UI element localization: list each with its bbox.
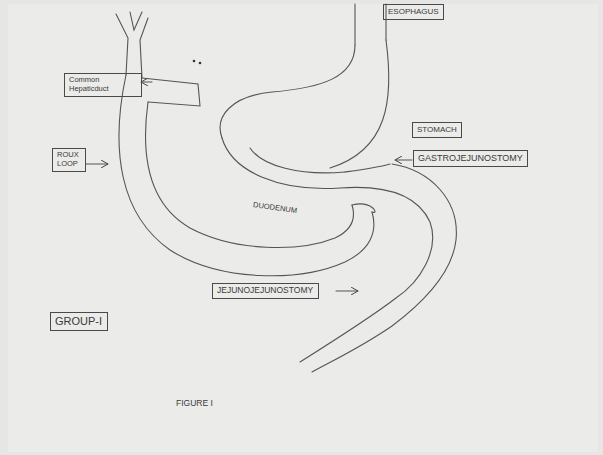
box-text: ESOPHAGUS [388,7,439,16]
part-label: DUODENUM [253,200,298,215]
box-text: GROUP-I [55,315,103,328]
roux-label-box: ROUX LOOP [52,148,86,172]
box-text: GASTROJEJUNOSTOMY [418,153,523,163]
anastomosis-label-box: GASTROJEJUNOSTOMY [413,150,528,167]
stomach-label-box: STOMACH [412,122,462,138]
anastomosis-label-box: JEJUNOJEJUNOSTOMY [212,283,319,299]
box-text: JEJUNOJEJUNOSTOMY [217,286,314,296]
figure-caption: FIGURE I [176,398,213,408]
box-text: STOMACH [417,125,457,134]
box-text: Common Hepaticduct [69,76,137,93]
duct-label-box: Common Hepaticduct [64,73,142,97]
box-text: ROUX LOOP [57,151,81,168]
esophagus-label-box: ESOPHAGUS [383,4,444,20]
group-label-box: GROUP-I [50,312,108,331]
